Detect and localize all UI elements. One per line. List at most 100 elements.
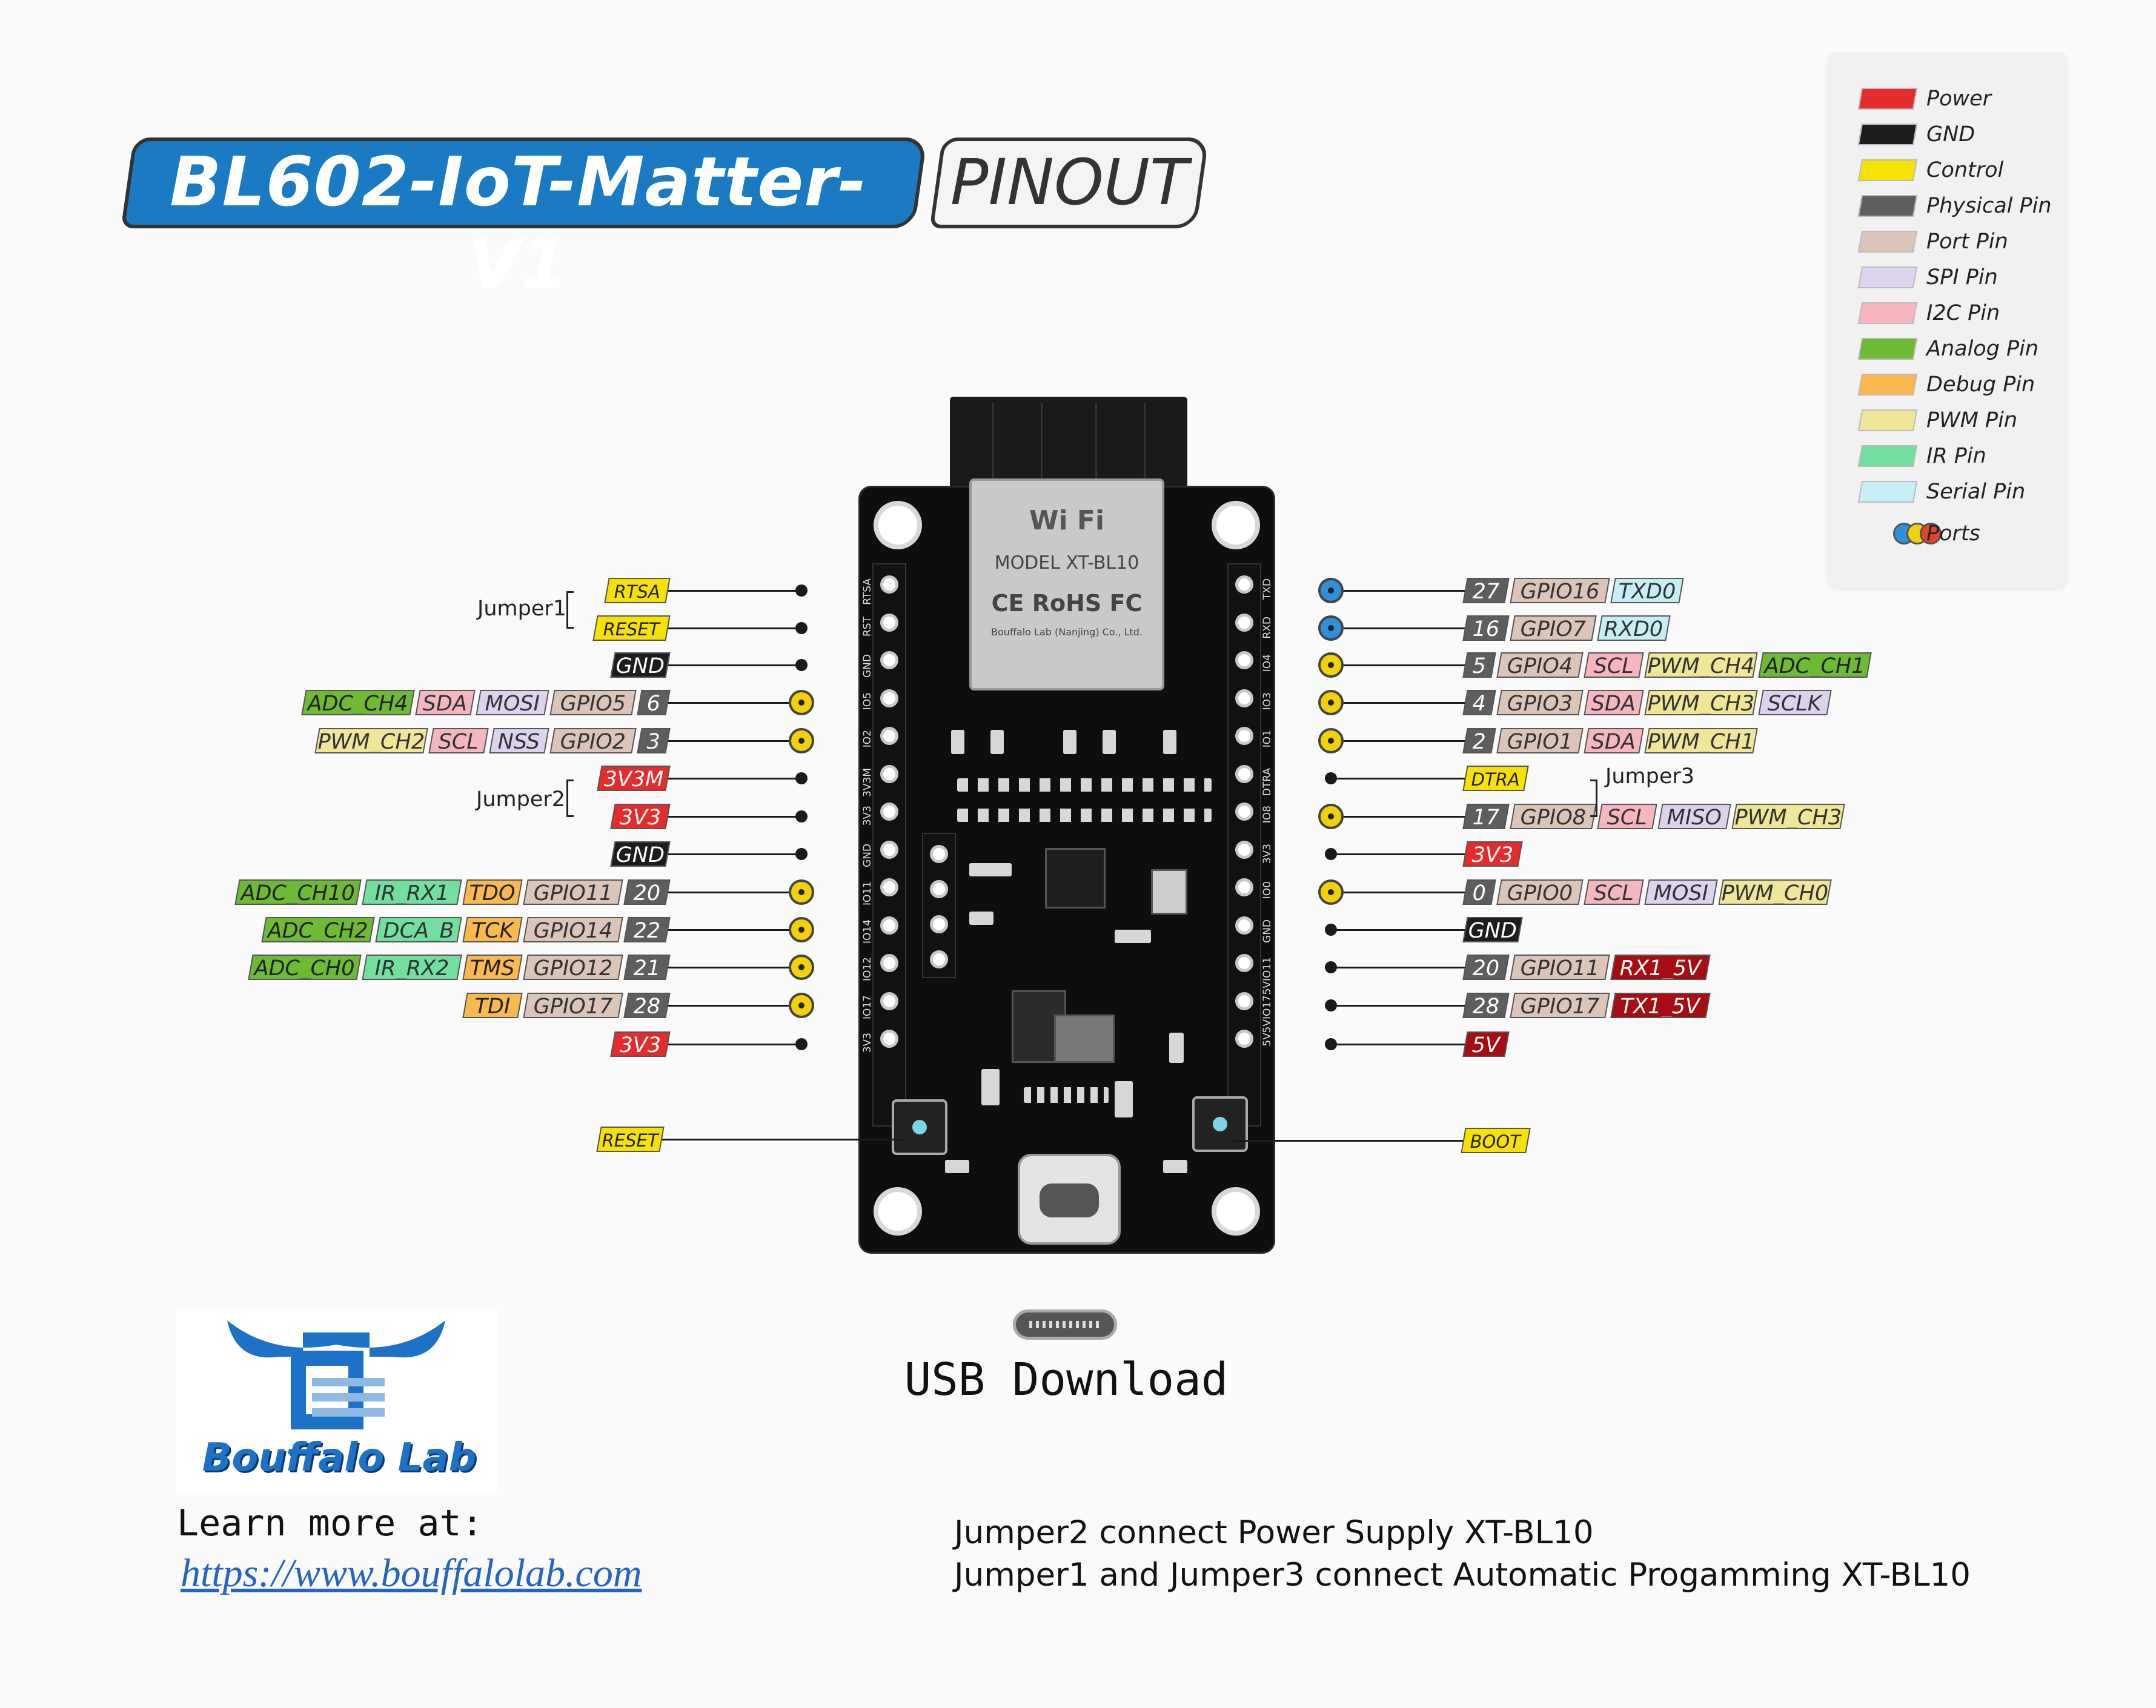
pin-leader-line (668, 967, 801, 968)
legend-label: Debug Pin (1926, 372, 2035, 397)
header-pin (880, 991, 898, 1010)
boot-button[interactable] (1192, 1096, 1248, 1152)
pin-label-gpio4: GPIO4 (1496, 652, 1584, 678)
port-circle-icon (1318, 652, 1344, 678)
pin-label-txd0: TXD0 (1610, 578, 1684, 603)
header-pin (930, 880, 948, 898)
pin-label-pwm-ch1: PWM_CH1 (1644, 728, 1758, 753)
silkscreen-left: 3V3 (861, 806, 874, 826)
header-pin (880, 689, 898, 707)
pin-dot-icon (795, 584, 808, 597)
pin-label-ir-rx1: IR_RX1 (362, 879, 462, 905)
pin-label-adc-ch0: ADC_CH0 (248, 955, 362, 980)
pin-label-2: 2 (1462, 728, 1496, 753)
pin-leader-line (668, 929, 801, 931)
pin-dot-icon (1325, 924, 1337, 936)
pin-leader-line (1331, 1005, 1465, 1007)
pin-label-3v3: 3V3 (1462, 841, 1523, 867)
pin-label-pwm-ch0: PWM_CH0 (1718, 879, 1832, 905)
pin-leader-line (668, 590, 801, 592)
pin-leader-line (1331, 627, 1465, 629)
pin-leader-line (1331, 967, 1465, 968)
silkscreen-right: GND (1261, 919, 1273, 943)
boot-leader-line (1233, 1140, 1463, 1142)
pin-label-reset: RESET (592, 615, 671, 641)
pin-label-adc-ch2: ADC_CH2 (261, 917, 375, 942)
pin-label-adc-ch10: ADC_CH10 (234, 879, 362, 905)
pin-label-16: 16 (1462, 615, 1510, 641)
note-jumper1-3: Jumper1 and Jumper3 connect Automatic Pr… (954, 1557, 1971, 1594)
pin-label-miso: MISO (1657, 804, 1731, 829)
legend-swatch (1857, 445, 1918, 467)
pin-dot-icon (795, 659, 808, 671)
pin-label-gnd: GND (610, 841, 671, 867)
pin-dot-icon (1325, 961, 1337, 973)
pin-label-22: 22 (623, 917, 671, 942)
pin-label-ir-rx2: IR_RX2 (362, 955, 462, 980)
pin-leader-line (1331, 778, 1465, 780)
silkscreen-right: 5VIO11 (1261, 957, 1273, 995)
silkscreen-right: 5V (1261, 1033, 1273, 1047)
header-pin (930, 915, 948, 933)
left-header (872, 563, 906, 1127)
pin-label-mosi: MOSI (1644, 879, 1718, 905)
legend-label: PWM Pin (1926, 408, 2018, 432)
legend-label: Port Pin (1926, 230, 2008, 254)
crystal (1151, 869, 1187, 915)
legend-label: Ports (1926, 521, 1980, 546)
header-pin (880, 764, 898, 783)
pin-label-3v3m: 3V3M (597, 766, 671, 791)
pin-label-scl: SCL (1584, 652, 1644, 678)
reset-leader-line (662, 1139, 904, 1140)
pin-leader-line (668, 892, 801, 893)
board-title: BL602-IoT-Matter-V1 (170, 143, 867, 304)
header-pin (1235, 651, 1253, 669)
pin-label-6: 6 (637, 690, 671, 715)
silkscreen-right: 3V3 (1261, 843, 1273, 864)
pin-leader-line (1331, 892, 1465, 893)
pin-leader-line (668, 702, 801, 704)
pin-label-5: 5 (1462, 652, 1496, 678)
port-circle-icon (789, 993, 814, 1018)
pin-label-27: 27 (1462, 578, 1510, 603)
silkscreen-right: DTRA (1261, 767, 1273, 796)
module-cert: CE RoHS FC (991, 590, 1143, 617)
legend-swatch (1857, 195, 1918, 217)
pin-label-gpio5: GPIO5 (549, 690, 637, 715)
pin-label-pwm-ch3: PWM_CH3 (1644, 690, 1758, 715)
mount-hole (1212, 501, 1260, 549)
reset-button-label: RESET (596, 1127, 665, 1152)
pin-label-gpio16: GPIO16 (1510, 578, 1610, 603)
module-maker: Bouffalo Lab (Nanjing) Co., Ltd. (990, 626, 1143, 638)
silkscreen-left: IO5 (861, 692, 874, 710)
pin-label-gnd: GND (610, 652, 671, 678)
legend-swatch (1857, 481, 1918, 503)
pin-label-tck: TCK (462, 917, 523, 942)
pin-dot-icon (795, 810, 808, 823)
legend-label: Serial Pin (1926, 480, 2026, 504)
pin-label-20: 20 (623, 879, 671, 905)
pin-label-tdo: TDO (462, 879, 523, 905)
pin-label-28: 28 (1462, 993, 1510, 1018)
pin-leader-line (668, 1005, 801, 1007)
silkscreen-left: IO11 (861, 881, 874, 906)
antenna (950, 397, 1187, 494)
pin-label-gpio11: GPIO11 (1510, 955, 1610, 980)
legend-swatch (1857, 409, 1918, 431)
learn-more-text: Learn more at: (177, 1502, 483, 1544)
website-link[interactable]: https://www.bouffalolab.com (181, 1551, 642, 1595)
pin-label-gpio17: GPIO17 (523, 993, 623, 1018)
pin-label-rxd0: RXD0 (1597, 615, 1671, 641)
header-pin (880, 613, 898, 632)
port-circle-icon (1318, 578, 1344, 603)
pin-leader-line (668, 778, 801, 780)
header-pin (880, 916, 898, 935)
silkscreen-right: IO3 (1261, 692, 1273, 710)
port-circle-icon (1318, 728, 1344, 753)
reset-button[interactable] (892, 1099, 947, 1155)
silkscreen-left: GND (861, 654, 874, 678)
pin-dot-icon (1325, 772, 1337, 784)
pin-label-pwm-ch2: PWM_CH2 (314, 728, 428, 753)
pin-leader-line (668, 664, 801, 666)
legend-label: Analog Pin (1926, 337, 2039, 361)
